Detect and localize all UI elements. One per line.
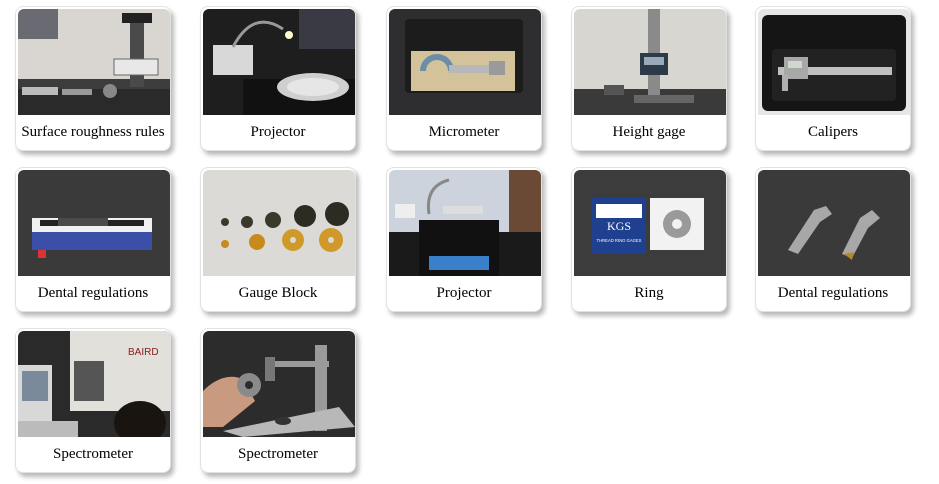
- photo-micrometer: [389, 9, 541, 115]
- card-caption: Gauge Block: [238, 285, 318, 301]
- card-projector-2[interactable]: Projector: [386, 167, 542, 312]
- photo-projector-2: [389, 170, 541, 276]
- photo-projector: [203, 9, 355, 115]
- card-caption: Spectrometer: [238, 446, 318, 462]
- card-caption: Projector: [250, 124, 306, 140]
- card-micrometer[interactable]: Micrometer: [386, 6, 542, 151]
- photo-spectrometer: BAIRD: [18, 331, 170, 437]
- photo-calipers: [758, 9, 910, 115]
- photo-surface-roughness-rules: [18, 9, 170, 115]
- card-dental-regulations[interactable]: Dental regulations: [15, 167, 171, 312]
- card-spectrometer-2[interactable]: Spectrometer: [200, 328, 356, 473]
- photo-gauge-block: [203, 170, 355, 276]
- card-caption: Spectrometer: [53, 446, 133, 462]
- photo-dental-regulations: [18, 170, 170, 276]
- baird-logo: BAIRD: [128, 347, 159, 358]
- card-caption: Ring: [634, 285, 664, 301]
- card-caption: Dental regulations: [777, 285, 889, 301]
- card-surface-roughness-rules[interactable]: Surface roughness rules: [15, 6, 171, 151]
- card-dental-regulations-2[interactable]: Dental regulations: [755, 167, 911, 312]
- card-caption: Calipers: [808, 124, 858, 140]
- card-projector[interactable]: Projector: [200, 6, 356, 151]
- card-caption: Projector: [436, 285, 492, 301]
- ring-box-text: THREAD RING GAGES: [597, 238, 642, 243]
- ring-box-logo: KGS: [607, 219, 631, 233]
- photo-ring: KGS THREAD RING GAGES: [574, 170, 726, 276]
- card-gauge-block[interactable]: Gauge Block: [200, 167, 356, 312]
- card-spectrometer[interactable]: BAIRD Spectrometer: [15, 328, 171, 473]
- card-height-gage[interactable]: Height gage: [571, 6, 727, 151]
- card-calipers[interactable]: Calipers: [755, 6, 911, 151]
- card-caption: Surface roughness rules: [21, 124, 165, 140]
- photo-spectrometer-2: [203, 331, 355, 437]
- card-caption: Height gage: [612, 124, 686, 140]
- card-caption: Micrometer: [428, 124, 500, 140]
- card-ring[interactable]: KGS THREAD RING GAGES Ring: [571, 167, 727, 312]
- photo-height-gage: [574, 9, 726, 115]
- card-caption: Dental regulations: [37, 285, 149, 301]
- photo-dental-regulations-2: [758, 170, 910, 276]
